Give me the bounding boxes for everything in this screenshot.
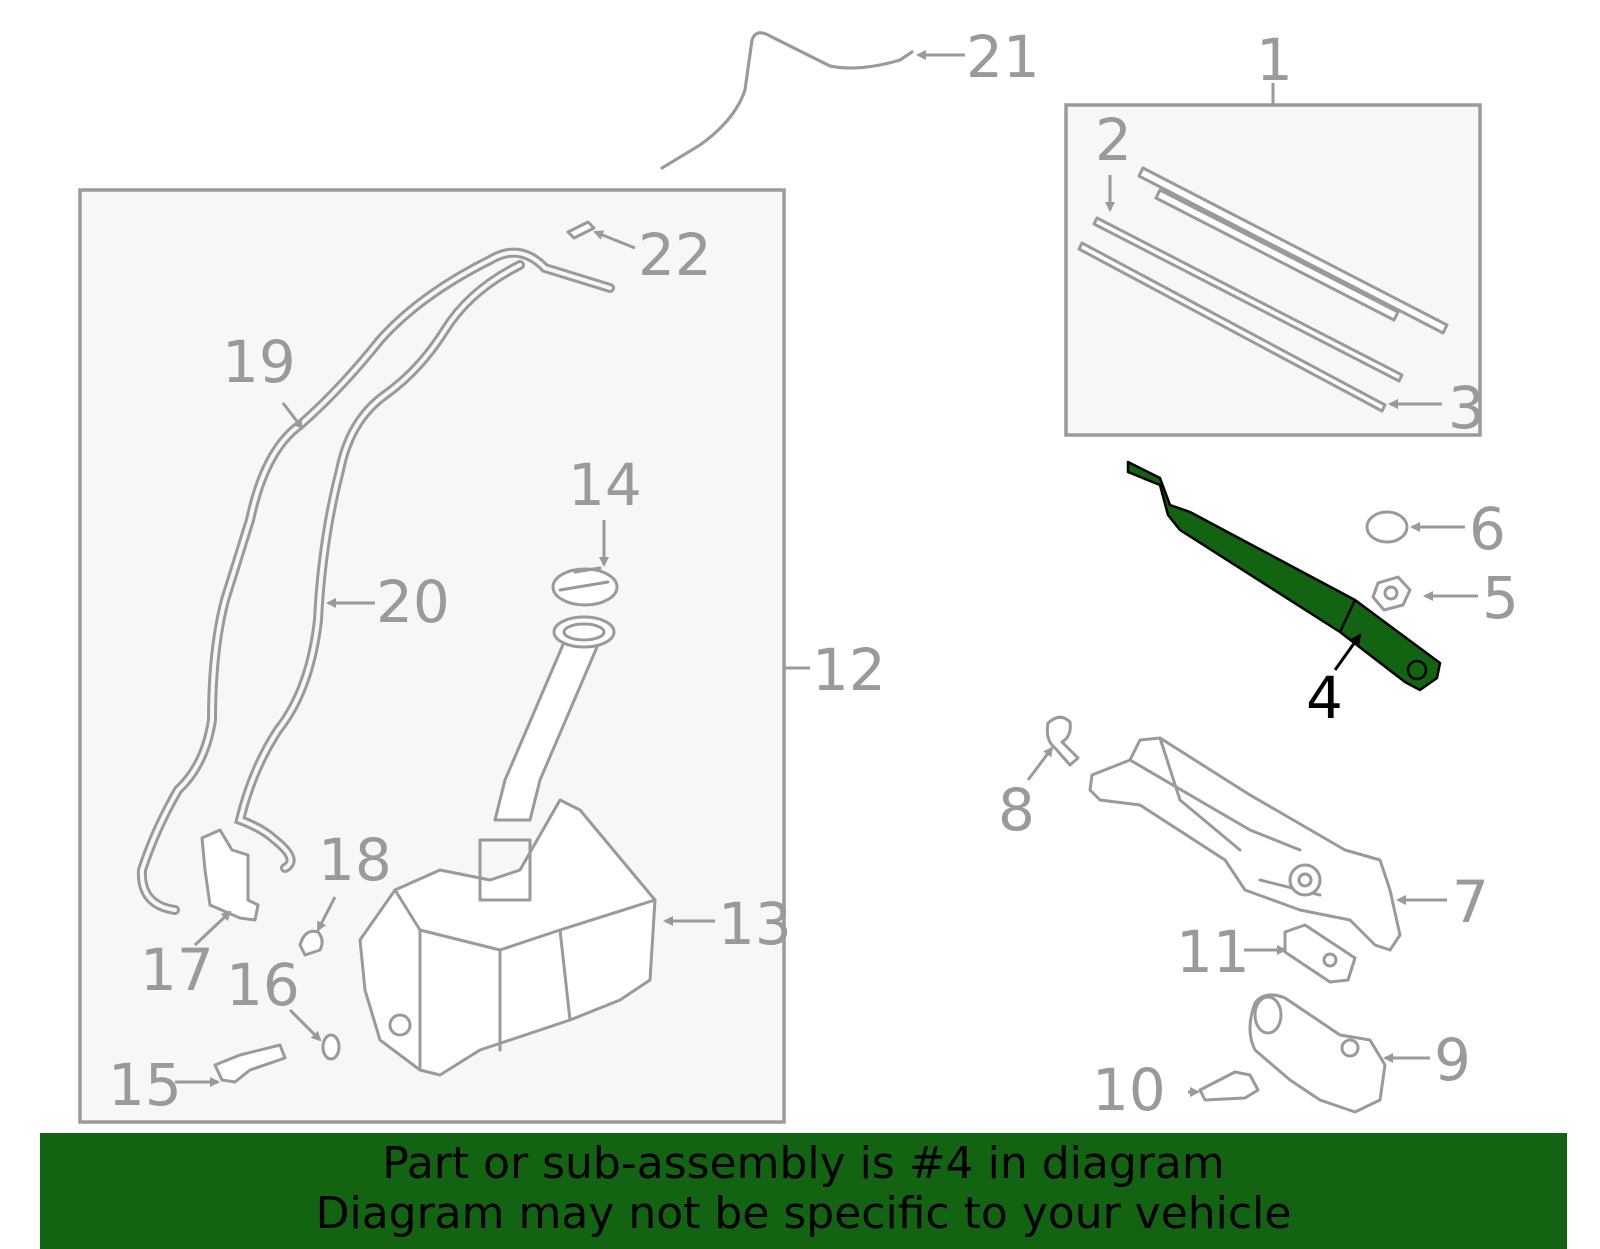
part-8-bolt <box>1045 715 1080 767</box>
callout-14: 14 <box>568 451 642 519</box>
part-1-blade-frame <box>1137 166 1449 335</box>
linkage-pivot-center <box>1297 872 1313 888</box>
callout-10: 10 <box>1092 1056 1166 1124</box>
part-20-hose-inner <box>237 263 522 870</box>
part-16-seal <box>321 1033 341 1061</box>
part-9-motor <box>1248 993 1387 1114</box>
callout-6: 6 <box>1469 495 1506 563</box>
part-11-bracket <box>1283 923 1357 984</box>
callout-5: 5 <box>1482 564 1519 632</box>
parts-diagram: 1 2 3 4 5 6 7 8 9 10 11 12 13 14 15 16 1… <box>78 23 1519 1124</box>
banner-line-1: Part or sub-assembly is #4 in diagram <box>382 1138 1225 1189</box>
blade-frame-lower <box>1154 188 1400 322</box>
callout-20: 20 <box>376 568 450 636</box>
callout-16: 16 <box>226 951 300 1019</box>
part-21-hose-inner <box>660 31 914 170</box>
callout-2: 2 <box>1095 106 1132 174</box>
wiper-arm-pivot <box>1406 659 1428 681</box>
motor-end <box>1253 995 1283 1035</box>
callout-15: 15 <box>108 1051 182 1119</box>
filler-neck-opening <box>562 622 606 642</box>
callout-7: 7 <box>1452 868 1489 936</box>
part-4-wiper-arm <box>1126 460 1442 692</box>
part-10-clip <box>1198 1070 1260 1102</box>
callout-8: 8 <box>998 776 1035 844</box>
callout-3: 3 <box>1448 374 1485 442</box>
part-2-blade-insert <box>1092 216 1404 383</box>
callout-1: 1 <box>1256 26 1293 94</box>
part-18-grommet <box>298 929 324 957</box>
callout-12: 12 <box>812 636 886 704</box>
part-19-hose-inner <box>139 250 612 912</box>
bracket-hole <box>1322 952 1338 968</box>
part-22-connector <box>566 220 596 240</box>
callout-21: 21 <box>966 23 1040 91</box>
callout-22: 22 <box>638 221 712 289</box>
callout-13: 13 <box>718 890 792 958</box>
callout-18: 18 <box>318 826 392 894</box>
callout-17: 17 <box>140 936 214 1004</box>
part-15-connector <box>213 1043 287 1084</box>
info-banner: Part or sub-assembly is #4 in diagram Di… <box>40 1133 1567 1249</box>
part-21-hose <box>660 31 914 170</box>
reservoir-port <box>388 1013 412 1037</box>
part-17-pump <box>200 828 260 922</box>
part-3-blade-refill <box>1077 241 1387 413</box>
callout-4: 4 <box>1306 664 1343 732</box>
banner-line-2: Diagram may not be specific to your vehi… <box>315 1188 1292 1239</box>
part-6-cap <box>1365 510 1409 544</box>
motor-shaft <box>1340 1038 1360 1058</box>
callout-9: 9 <box>1434 1026 1471 1094</box>
nut-center <box>1383 585 1399 601</box>
callout-11: 11 <box>1176 918 1250 986</box>
part-13-reservoir <box>358 798 657 1077</box>
callout-19: 19 <box>222 328 296 396</box>
